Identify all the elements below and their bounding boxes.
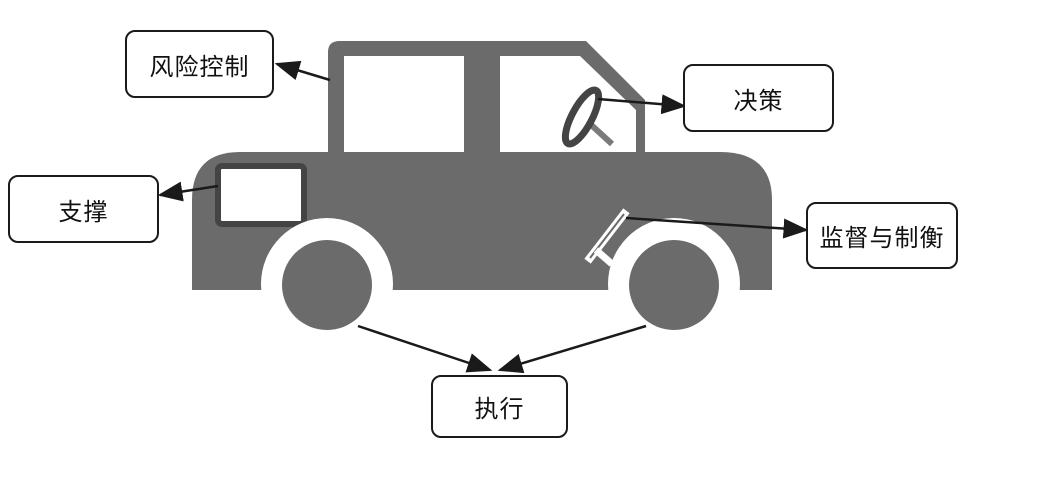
arrow-decision xyxy=(597,94,687,115)
arrow-execution-rear xyxy=(357,324,493,373)
decision-label: 决策 xyxy=(733,86,784,115)
front-window xyxy=(500,56,636,152)
arrow-execution-front xyxy=(497,324,647,374)
glovebox-icon xyxy=(215,163,307,227)
rear-window xyxy=(344,56,464,152)
steering-wheel-icon xyxy=(561,86,615,148)
execution-box: 执行 xyxy=(431,375,568,438)
rear-wheel-icon xyxy=(282,240,372,330)
support-box: 支撑 xyxy=(8,175,159,243)
supervision-label: 监督与制衡 xyxy=(819,224,945,252)
risk-control-box: 风险控制 xyxy=(125,30,274,98)
arrow-supervision xyxy=(625,216,809,239)
supervision-box: 监督与制衡 xyxy=(806,202,958,269)
risk-control-label: 风险控制 xyxy=(149,52,250,81)
arrow-support xyxy=(157,181,219,202)
car-icon xyxy=(180,41,790,360)
connector-arrows xyxy=(157,60,809,374)
execution-label: 执行 xyxy=(474,395,525,423)
decision-box: 决策 xyxy=(683,64,834,132)
handbrake-icon xyxy=(584,208,630,267)
front-wheel-icon xyxy=(629,240,719,330)
arrow-risk-control xyxy=(274,60,331,82)
support-label: 支撑 xyxy=(58,197,109,226)
